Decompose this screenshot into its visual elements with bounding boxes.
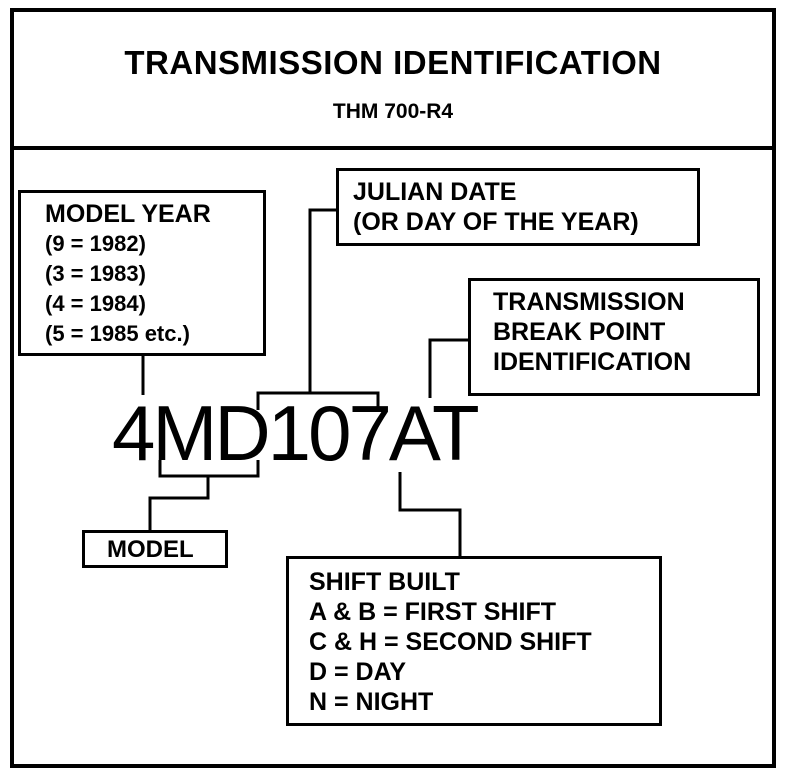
model-year-line: (3 = 1983) (45, 261, 146, 286)
model-year-box: MODEL YEAR (9 = 1982) (3 = 1983) (4 = 19… (18, 190, 266, 356)
diagram-frame (10, 8, 776, 768)
break-point-box: TRANSMISSION BREAK POINT IDENTIFICATION (468, 278, 760, 396)
model-year-line: (9 = 1982) (45, 231, 146, 256)
julian-date-line: (OR DAY OF THE YEAR) (353, 208, 639, 236)
julian-date-connector (308, 208, 338, 393)
shift-built-line: C & H = SECOND SHIFT (309, 628, 592, 656)
break-point-connector (428, 338, 470, 398)
transmission-code: 4MD107AT (112, 389, 480, 477)
shift-built-line: N = NIGHT (309, 688, 434, 716)
diagram-subtitle: THM 700-R4 (332, 100, 454, 123)
shift-built-heading: SHIFT BUILT (309, 568, 460, 596)
model-year-line: (4 = 1984) (45, 291, 146, 316)
julian-date-box: JULIAN DATE (OR DAY OF THE YEAR) (336, 168, 700, 246)
julian-date-line: JULIAN DATE (353, 178, 517, 206)
model-connector (148, 476, 210, 532)
shift-built-connector (398, 472, 462, 558)
break-point-line: TRANSMISSION (493, 288, 685, 316)
model-year-heading: MODEL YEAR (45, 200, 211, 228)
julian-date-bracket (256, 391, 380, 410)
break-point-line: BREAK POINT (493, 318, 666, 346)
diagram-title: TRANSMISSION IDENTIFICATION (124, 44, 662, 81)
model-year-line: (5 = 1985 etc.) (45, 321, 190, 346)
diagram-header: TRANSMISSION IDENTIFICATION THM 700-R4 (10, 8, 776, 150)
break-point-line: IDENTIFICATION (493, 348, 692, 376)
shift-built-line: A & B = FIRST SHIFT (309, 598, 556, 626)
shift-built-box: SHIFT BUILT A & B = FIRST SHIFT C & H = … (286, 556, 662, 726)
model-label: MODEL (107, 536, 194, 563)
model-box: MODEL (82, 530, 228, 568)
shift-built-line: D = DAY (309, 658, 407, 686)
